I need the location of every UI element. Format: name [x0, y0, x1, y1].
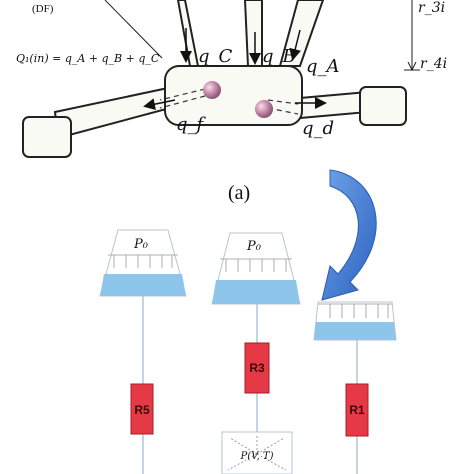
label-r3: r_3i	[418, 0, 445, 16]
vessel-q-c	[176, 0, 200, 67]
vessel-q-b	[243, 0, 263, 67]
resistor-r3: R3	[244, 342, 270, 394]
outflow-arrows	[143, 97, 327, 111]
resistor-r1-label: R1	[349, 403, 365, 417]
left-branch	[22, 86, 172, 158]
resistor-r5-label: R5	[134, 403, 150, 417]
inflow-arrows	[180, 28, 302, 65]
label-r4: r_4i	[420, 56, 447, 72]
label-q-b: q_B	[262, 46, 296, 67]
resistor-r5: R5	[130, 383, 154, 435]
reservoir-2-pressure: P₀	[246, 239, 262, 254]
right-terminal-box	[359, 86, 407, 126]
particle-left	[203, 81, 221, 99]
reservoir-1-pressure: P₀	[133, 237, 149, 252]
flow-equation: Q₁(in) = q_A + q_B + q_C	[16, 52, 160, 65]
resistor-r1: R1	[345, 383, 369, 437]
label-q-d: q_d	[302, 118, 334, 139]
reservoir-2: P₀	[211, 232, 301, 305]
reservoir-3	[313, 301, 397, 341]
chamber-label: P(V, T)	[239, 451, 273, 462]
reservoir-1: P₀	[99, 229, 187, 297]
df-label: (DF)	[32, 3, 54, 15]
curved-transition-arrow	[321, 169, 377, 301]
radius-axis	[404, 0, 420, 72]
label-q-f: q_f	[176, 114, 207, 135]
particle-right	[255, 100, 273, 118]
label-q-c: q_C	[198, 46, 233, 67]
left-terminal-box	[22, 116, 72, 158]
label-q-a: q_A	[306, 56, 340, 77]
resistor-r3-label: R3	[249, 361, 265, 375]
pressure-chamber: P(V, T)	[221, 431, 293, 474]
internal-flow-lines	[159, 88, 299, 115]
df-leader-line	[104, 0, 163, 59]
caption-a: (a)	[228, 182, 250, 204]
